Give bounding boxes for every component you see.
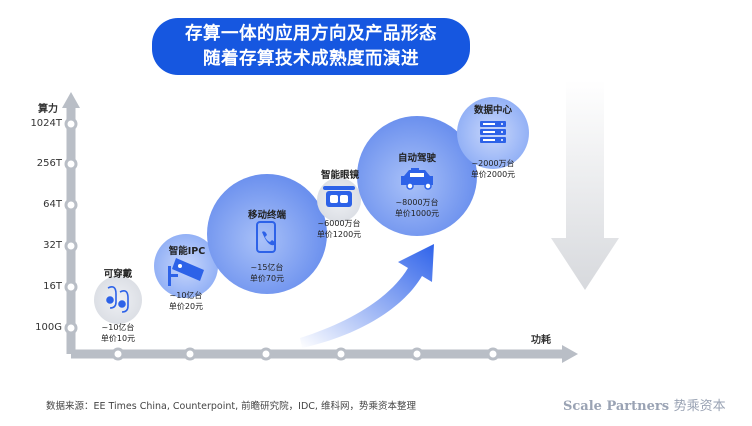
- node-label-autodrive: 自动驾驶: [397, 153, 436, 164]
- node-value-datacenter: ~2000万台单价2000元: [470, 159, 516, 179]
- node-label-wearable: 可穿戴: [103, 269, 133, 280]
- node-circle-wearable: [94, 276, 142, 324]
- y-axis: [62, 92, 80, 354]
- y-axis-ticks: [64, 117, 78, 335]
- brand-logo: Scale Partners 势乘资本: [563, 399, 726, 414]
- vr-glasses-icon: [323, 186, 355, 207]
- title-line-1: 存算一体的应用方向及产品形态: [185, 24, 437, 44]
- data-source-note: 数据来源：EE Times China, Counterpoint, 前瞻研究院…: [46, 401, 416, 412]
- car-icon: [401, 168, 433, 190]
- y-tick-label: 32T: [43, 240, 62, 251]
- node-circle-mobile: [207, 174, 327, 294]
- y-tick-label: 256T: [36, 158, 62, 169]
- node-value-glasses: ~6000万台单价1200元: [316, 219, 362, 239]
- node-value-wearable: ~10亿台单价10元: [100, 323, 136, 343]
- title-line-2: 随着存算技术成熟度而演进: [203, 49, 419, 69]
- y-tick-label: 16T: [43, 281, 62, 292]
- node-value-autodrive: ~8000万台单价1000元: [394, 198, 440, 218]
- x-axis: [71, 345, 578, 363]
- node-label-datacenter: 数据中心: [473, 105, 512, 116]
- y-tick-label: 100G: [35, 322, 62, 333]
- x-axis-ticks: [111, 347, 500, 361]
- node-value-mobile: ~15亿台单价70元: [249, 263, 285, 283]
- mobile-phone-icon: [256, 221, 276, 253]
- node-label-mobile: 移动终端: [247, 210, 286, 221]
- maturity-down-arrow: [551, 80, 619, 290]
- y-tick-label: 1024T: [30, 118, 62, 129]
- earbuds-icon: [106, 286, 129, 313]
- x-axis-name: 功耗: [531, 335, 551, 346]
- server-rack-icon: [480, 121, 506, 143]
- security-camera-icon: [168, 258, 204, 286]
- node-label-ipc: 智能IPC: [168, 246, 206, 257]
- node-value-ipc: ~10亿台单价20元: [168, 291, 204, 311]
- growth-curve-arrow: [300, 244, 434, 348]
- title-banner: 存算一体的应用方向及产品形态 随着存算技术成熟度而演进: [152, 18, 470, 75]
- y-axis-name: 算力: [38, 104, 58, 115]
- y-tick-label: 64T: [43, 199, 62, 210]
- node-label-glasses: 智能眼镜: [320, 170, 359, 181]
